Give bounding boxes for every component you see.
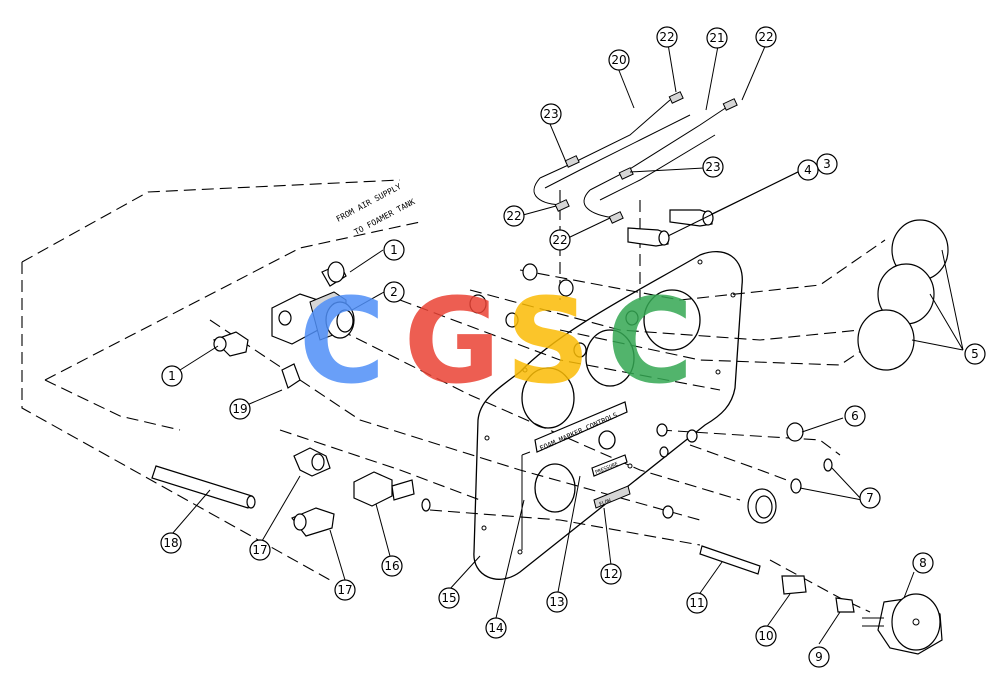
callout-1-top: 1 [383, 239, 405, 261]
svg-text:22: 22 [506, 209, 521, 223]
callout-8: 8 [912, 552, 934, 574]
callout-4: 4 [797, 159, 819, 181]
watermark-letter-s: S [506, 272, 591, 410]
callout-22-mid-left: 22 [503, 205, 525, 227]
callout-18: 18 [160, 532, 182, 554]
svg-text:4: 4 [804, 163, 812, 177]
watermark-letter-g: G [404, 272, 501, 410]
callout-17-upper: 17 [249, 539, 271, 561]
svg-text:22: 22 [659, 30, 674, 44]
svg-text:22: 22 [758, 30, 773, 44]
svg-text:20: 20 [611, 53, 626, 67]
svg-text:15: 15 [441, 591, 456, 605]
callout-16: 16 [381, 555, 403, 577]
routing-notes: FROM AIR SUPPLY TO FOAMER TANK [335, 182, 417, 237]
wire-harness [533, 91, 738, 247]
svg-text:22: 22 [552, 233, 567, 247]
callout-9: 9 [808, 646, 830, 668]
svg-text:10: 10 [758, 629, 773, 643]
svg-text:7: 7 [866, 491, 874, 505]
manifold-assembly [151, 447, 431, 537]
svg-text:16: 16 [384, 559, 399, 573]
svg-text:17: 17 [252, 543, 267, 557]
panel-title-label: FOAM MARKER CONTROLS [539, 411, 619, 453]
callout-20: 20 [608, 49, 630, 71]
svg-text:1: 1 [168, 369, 176, 383]
callout-3: 3 [816, 153, 838, 175]
panel-label-flow: FLOW [599, 497, 613, 507]
svg-text:3: 3 [823, 157, 831, 171]
watermark-letter-c2: C [607, 272, 694, 410]
cgsc-watermark: C G S C [299, 272, 694, 410]
svg-text:5: 5 [971, 347, 979, 361]
callout-2: 2 [383, 281, 405, 303]
callout-22-top-right: 22 [755, 26, 777, 48]
svg-text:1: 1 [390, 243, 398, 257]
svg-text:23: 23 [543, 107, 558, 121]
svg-text:6: 6 [851, 409, 859, 423]
svg-text:18: 18 [163, 536, 178, 550]
svg-text:21: 21 [709, 31, 724, 45]
callout-14: 14 [485, 617, 507, 639]
callout-11: 11 [686, 592, 708, 614]
svg-text:23: 23 [705, 160, 720, 174]
svg-text:14: 14 [488, 621, 503, 635]
callout-19: 19 [229, 398, 251, 420]
svg-text:9: 9 [815, 650, 823, 664]
callout-22-mid-right: 22 [549, 229, 571, 251]
callout-13: 13 [546, 591, 568, 613]
callout-21: 21 [706, 27, 728, 49]
svg-text:2: 2 [390, 285, 398, 299]
callout-23-left: 23 [540, 103, 562, 125]
svg-text:12: 12 [603, 567, 618, 581]
svg-text:8: 8 [919, 556, 927, 570]
leader-lines [171, 43, 964, 645]
svg-text:13: 13 [549, 595, 564, 609]
callout-22-top-left: 22 [656, 26, 678, 48]
callout-15: 15 [438, 587, 460, 609]
callout-1-left: 1 [161, 365, 183, 387]
panel-hardware [469, 263, 698, 519]
callout-6: 6 [844, 405, 866, 427]
gauges [857, 219, 949, 371]
callout-17-lower: 17 [334, 579, 356, 601]
right-components [699, 422, 943, 655]
callout-10: 10 [755, 625, 777, 647]
callout-7: 7 [859, 487, 881, 509]
svg-text:17: 17 [337, 583, 352, 597]
watermark-letter-c1: C [299, 272, 386, 410]
callout-5: 5 [964, 343, 986, 365]
callout-bubbles: 1 1 2 3 4 5 6 7 8 9 10 11 12 13 14 15 16… [160, 26, 986, 668]
svg-text:11: 11 [689, 596, 704, 610]
valve-assembly [212, 261, 355, 389]
svg-text:19: 19 [232, 402, 247, 416]
callout-12: 12 [600, 563, 622, 585]
callout-23-right: 23 [702, 156, 724, 178]
